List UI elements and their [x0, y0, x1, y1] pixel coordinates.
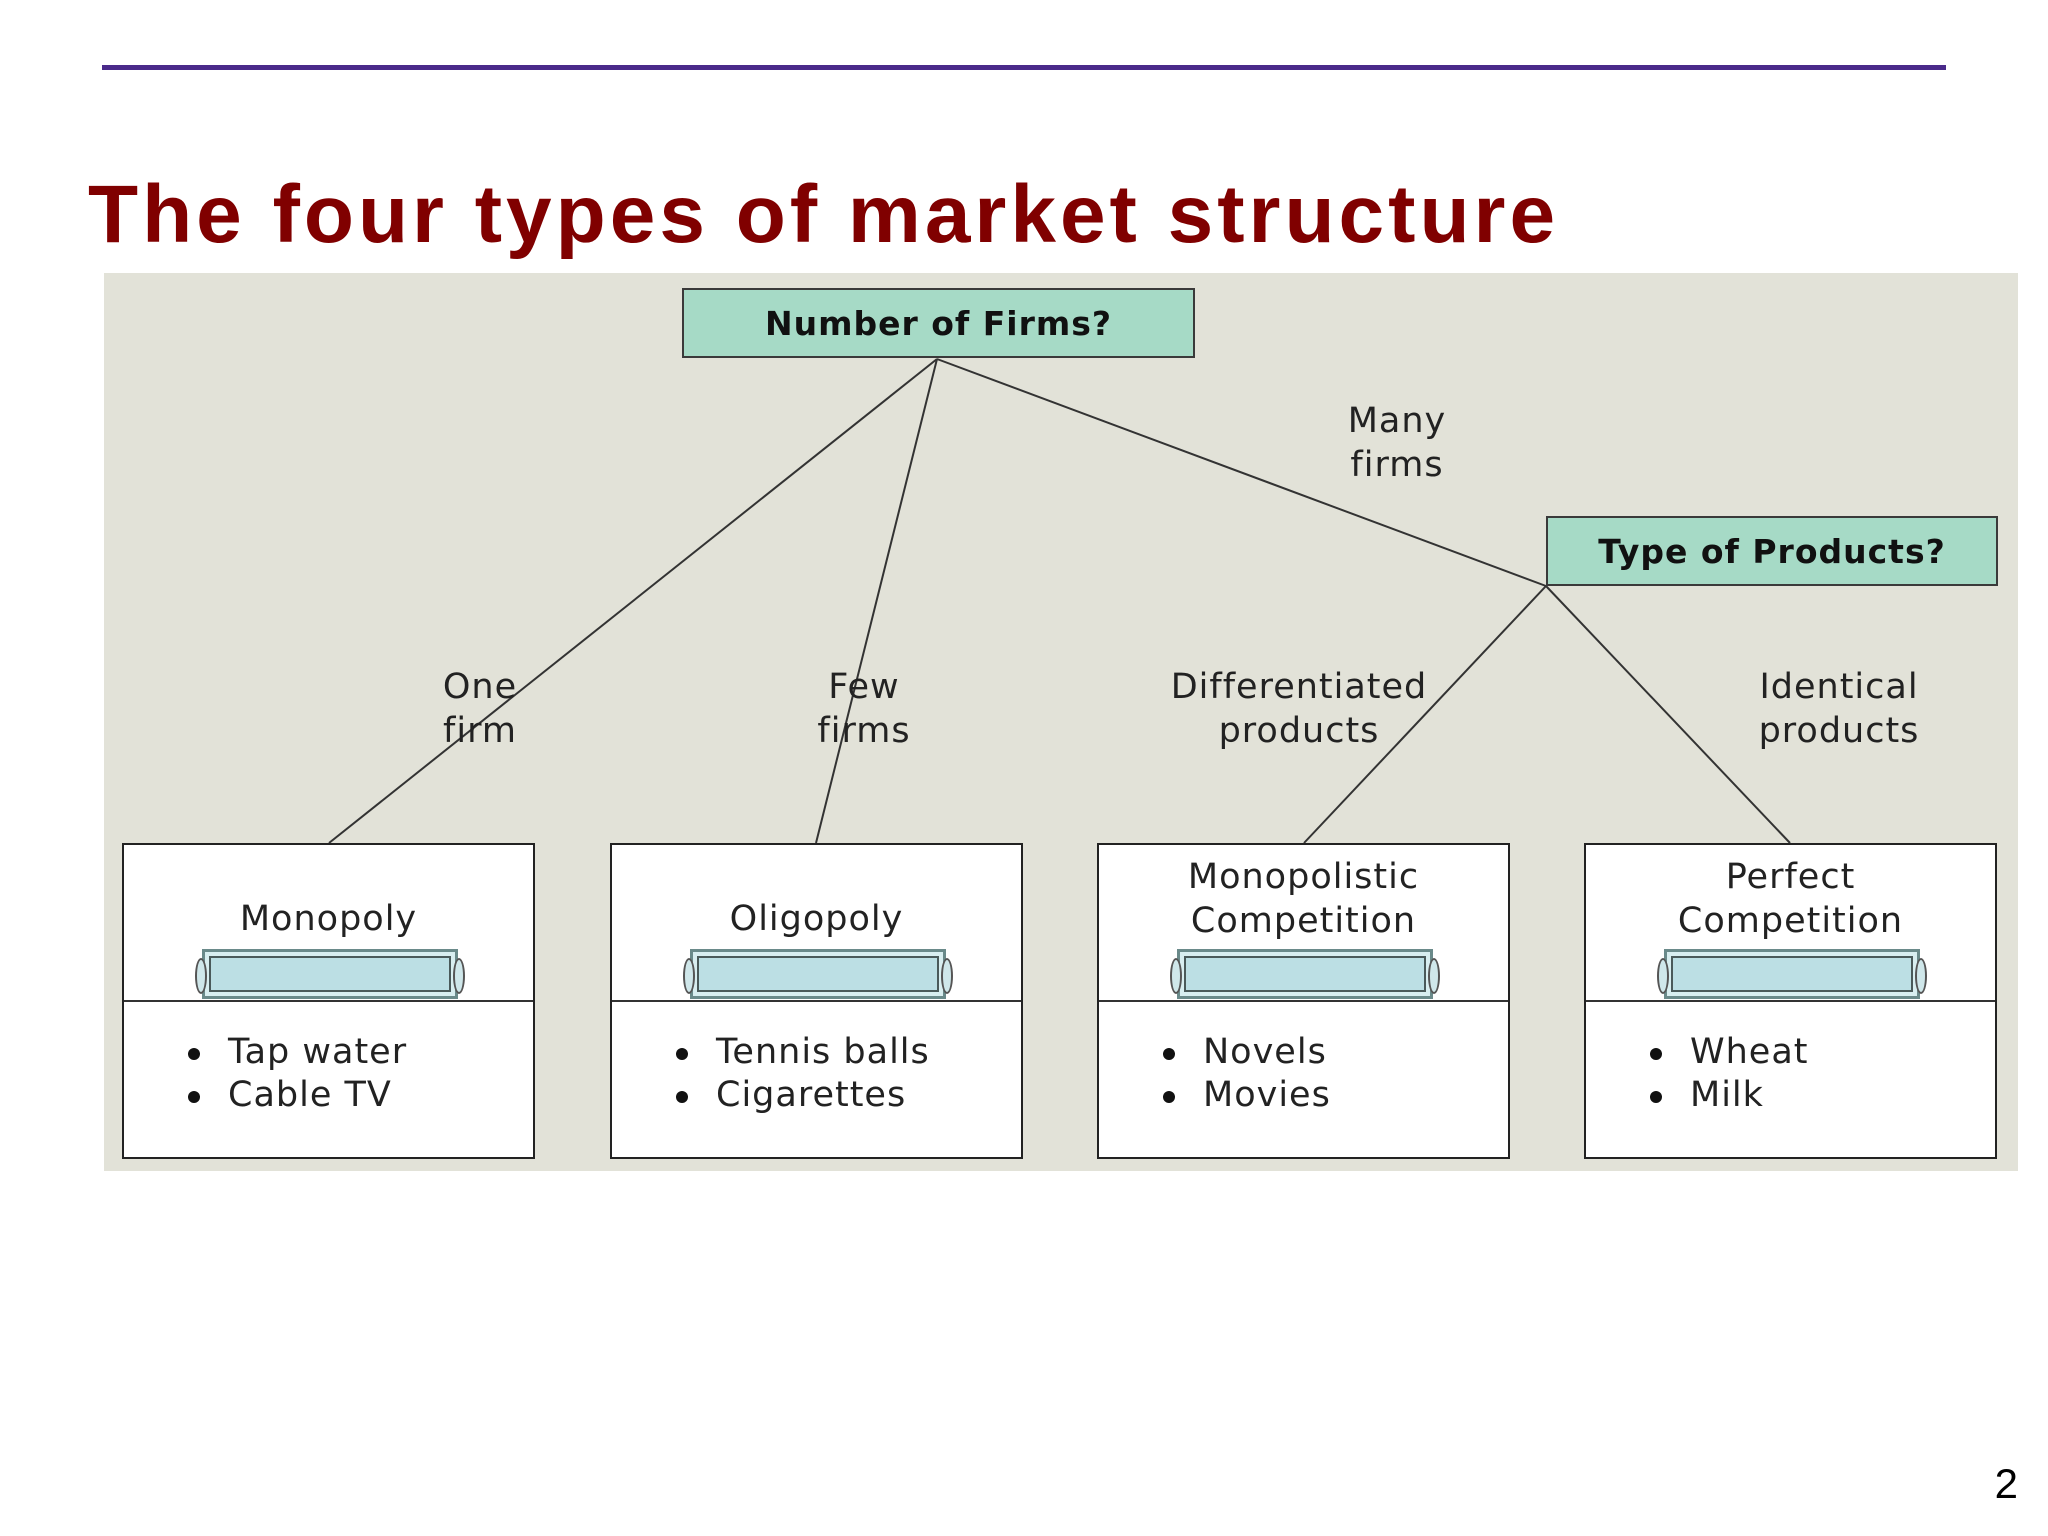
market-box-perfect-competition: Perfect Competition Wheat Milk: [1584, 843, 1997, 1159]
connector-root-to-product-question: [936, 358, 1547, 587]
branch-label-many-firms: Many firms: [1297, 399, 1497, 487]
example-text: Tennis balls: [716, 1032, 930, 1072]
branch-label-few-firms: Few firms: [764, 665, 964, 753]
type-of-products-question: Type of Products?: [1546, 516, 1998, 586]
market-name-line: Competition: [1677, 901, 1904, 941]
bullet-icon: [676, 1048, 688, 1060]
example-item: Novels: [1159, 1031, 1331, 1074]
bullet-icon: [1650, 1091, 1662, 1103]
number-of-firms-question: Number of Firms?: [682, 288, 1195, 358]
example-text: Movies: [1203, 1075, 1331, 1115]
box-divider: [612, 1000, 1021, 1002]
market-name-line: Competition: [1190, 901, 1417, 941]
branch-label-differentiated-products: Differentiated products: [1139, 665, 1459, 753]
branch-label-identical-products: Identical products: [1719, 665, 1959, 753]
bullet-icon: [676, 1091, 688, 1103]
market-name-plate: [683, 949, 953, 999]
market-name-line: Perfect: [1725, 857, 1856, 897]
example-list: Tennis balls Cigarettes: [672, 1031, 930, 1117]
example-list: Tap water Cable TV: [184, 1031, 407, 1117]
example-item: Milk: [1646, 1074, 1809, 1117]
market-name-line: Monopolistic: [1187, 857, 1420, 897]
example-text: Cable TV: [228, 1075, 392, 1115]
branch-label-line: Differentiated: [1170, 667, 1428, 707]
branch-label-one-firm: One firm: [380, 665, 580, 753]
bullet-icon: [1650, 1048, 1662, 1060]
example-item: Cigarettes: [672, 1074, 930, 1117]
bullet-icon: [1163, 1048, 1175, 1060]
connector-root-to-oligopoly: [815, 358, 938, 844]
example-item: Tap water: [184, 1031, 407, 1074]
bullet-icon: [1163, 1091, 1175, 1103]
market-name-plate: [1657, 949, 1927, 999]
example-list: Wheat Milk: [1646, 1031, 1809, 1117]
branch-label-line: Identical: [1759, 667, 1919, 707]
example-item: Tennis balls: [672, 1031, 930, 1074]
connector-product-to-monopolistic: [1303, 585, 1547, 844]
branch-label-line: One: [442, 667, 518, 707]
box-divider: [1099, 1000, 1508, 1002]
market-name: Perfect Competition: [1586, 855, 1995, 943]
box-divider: [1586, 1000, 1995, 1002]
market-name: Monopoly: [124, 897, 533, 941]
branch-label-line: products: [1218, 711, 1380, 751]
example-item: Movies: [1159, 1074, 1331, 1117]
example-text: Cigarettes: [716, 1075, 907, 1115]
example-text: Wheat: [1690, 1032, 1809, 1072]
market-name: Oligopoly: [612, 897, 1021, 941]
branch-label-line: firms: [817, 711, 911, 751]
market-box-monopolistic-competition: Monopolistic Competition Novels Movies: [1097, 843, 1510, 1159]
box-divider: [124, 1000, 533, 1002]
market-name-line: Oligopoly: [729, 899, 904, 939]
branch-label-line: firm: [443, 711, 517, 751]
connector-lines: [328, 358, 1791, 844]
top-rule: [102, 65, 1946, 70]
market-box-oligopoly: Oligopoly Tennis balls Cigarettes: [610, 843, 1023, 1159]
bullet-icon: [188, 1091, 200, 1103]
page-number: 2: [1994, 1460, 2018, 1507]
branch-label-line: Many: [1347, 401, 1447, 441]
market-name-plate: [195, 949, 465, 999]
example-item: Wheat: [1646, 1031, 1809, 1074]
market-name-plate: [1170, 949, 1440, 999]
branch-label-line: firms: [1350, 445, 1444, 485]
example-text: Tap water: [228, 1032, 408, 1072]
bullet-icon: [188, 1048, 200, 1060]
example-text: Novels: [1203, 1032, 1327, 1072]
example-text: Milk: [1690, 1075, 1764, 1115]
connector-product-to-perfect: [1545, 585, 1791, 844]
branch-label-line: products: [1758, 711, 1920, 751]
market-name: Monopolistic Competition: [1099, 855, 1508, 943]
type-of-products-question-text: Type of Products?: [1598, 531, 1946, 571]
number-of-firms-question-text: Number of Firms?: [764, 303, 1113, 343]
connector-root-to-monopoly: [328, 358, 938, 844]
example-item: Cable TV: [184, 1074, 407, 1117]
example-list: Novels Movies: [1159, 1031, 1331, 1117]
market-structure-diagram: Number of Firms? Type of Products? One f…: [104, 273, 2018, 1171]
market-name-line: Monopoly: [239, 899, 418, 939]
slide-title: The four types of market structure: [88, 169, 1560, 260]
branch-label-line: Few: [828, 667, 900, 707]
market-box-monopoly: Monopoly Tap water Cable TV: [122, 843, 535, 1159]
